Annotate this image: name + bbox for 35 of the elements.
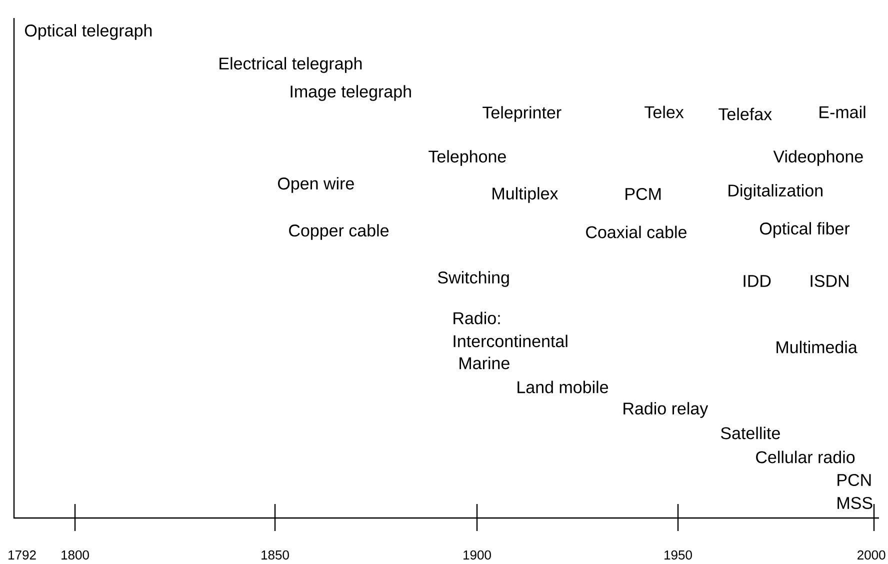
event-label: Multiplex bbox=[492, 187, 558, 203]
event-label: Land mobile bbox=[518, 380, 608, 394]
event-label: Intercontinental bbox=[454, 334, 568, 348]
year-label: 2000 bbox=[858, 550, 886, 560]
event-label: E-mail bbox=[820, 106, 866, 118]
event-label: Radio relay bbox=[624, 402, 708, 418]
event-label: PCN bbox=[838, 474, 871, 486]
event-label: MSS bbox=[838, 496, 872, 510]
event-label: Videophone bbox=[773, 150, 863, 166]
year-label: 1792 bbox=[8, 550, 36, 560]
year-label: 1800 bbox=[62, 550, 89, 560]
event-label: Digitalization bbox=[728, 184, 822, 200]
event-label: IDD bbox=[744, 275, 771, 287]
event-label: Switching bbox=[438, 271, 509, 287]
event-label: Satellite bbox=[720, 426, 780, 440]
event-label: Electrical telegraph bbox=[220, 57, 362, 73]
event-label: PCM bbox=[626, 188, 661, 200]
event-label: Telephone bbox=[428, 150, 506, 166]
event-label: Coaxial cable bbox=[586, 226, 686, 238]
event-label: Optical fiber bbox=[760, 222, 850, 238]
event-label: Telefax bbox=[718, 108, 772, 120]
event-label: Marine bbox=[460, 356, 510, 370]
event-label: Multimedia bbox=[776, 340, 858, 354]
event-label: Teleprinter bbox=[482, 106, 562, 122]
event-label: ISDN bbox=[810, 274, 848, 288]
event-label: Optical telegraph bbox=[25, 24, 152, 40]
year-label: 1900 bbox=[464, 550, 491, 560]
year-label: 1850 bbox=[262, 550, 289, 560]
event-label: Open wire bbox=[278, 177, 354, 193]
event-label: Telex bbox=[644, 106, 684, 118]
event-label: Radio: bbox=[454, 312, 500, 324]
year-label: 1950 bbox=[664, 550, 692, 560]
event-label: Image telegraph bbox=[290, 85, 411, 101]
event-label: Cellular radio bbox=[756, 450, 855, 464]
event-label: Copper cable bbox=[289, 224, 389, 240]
